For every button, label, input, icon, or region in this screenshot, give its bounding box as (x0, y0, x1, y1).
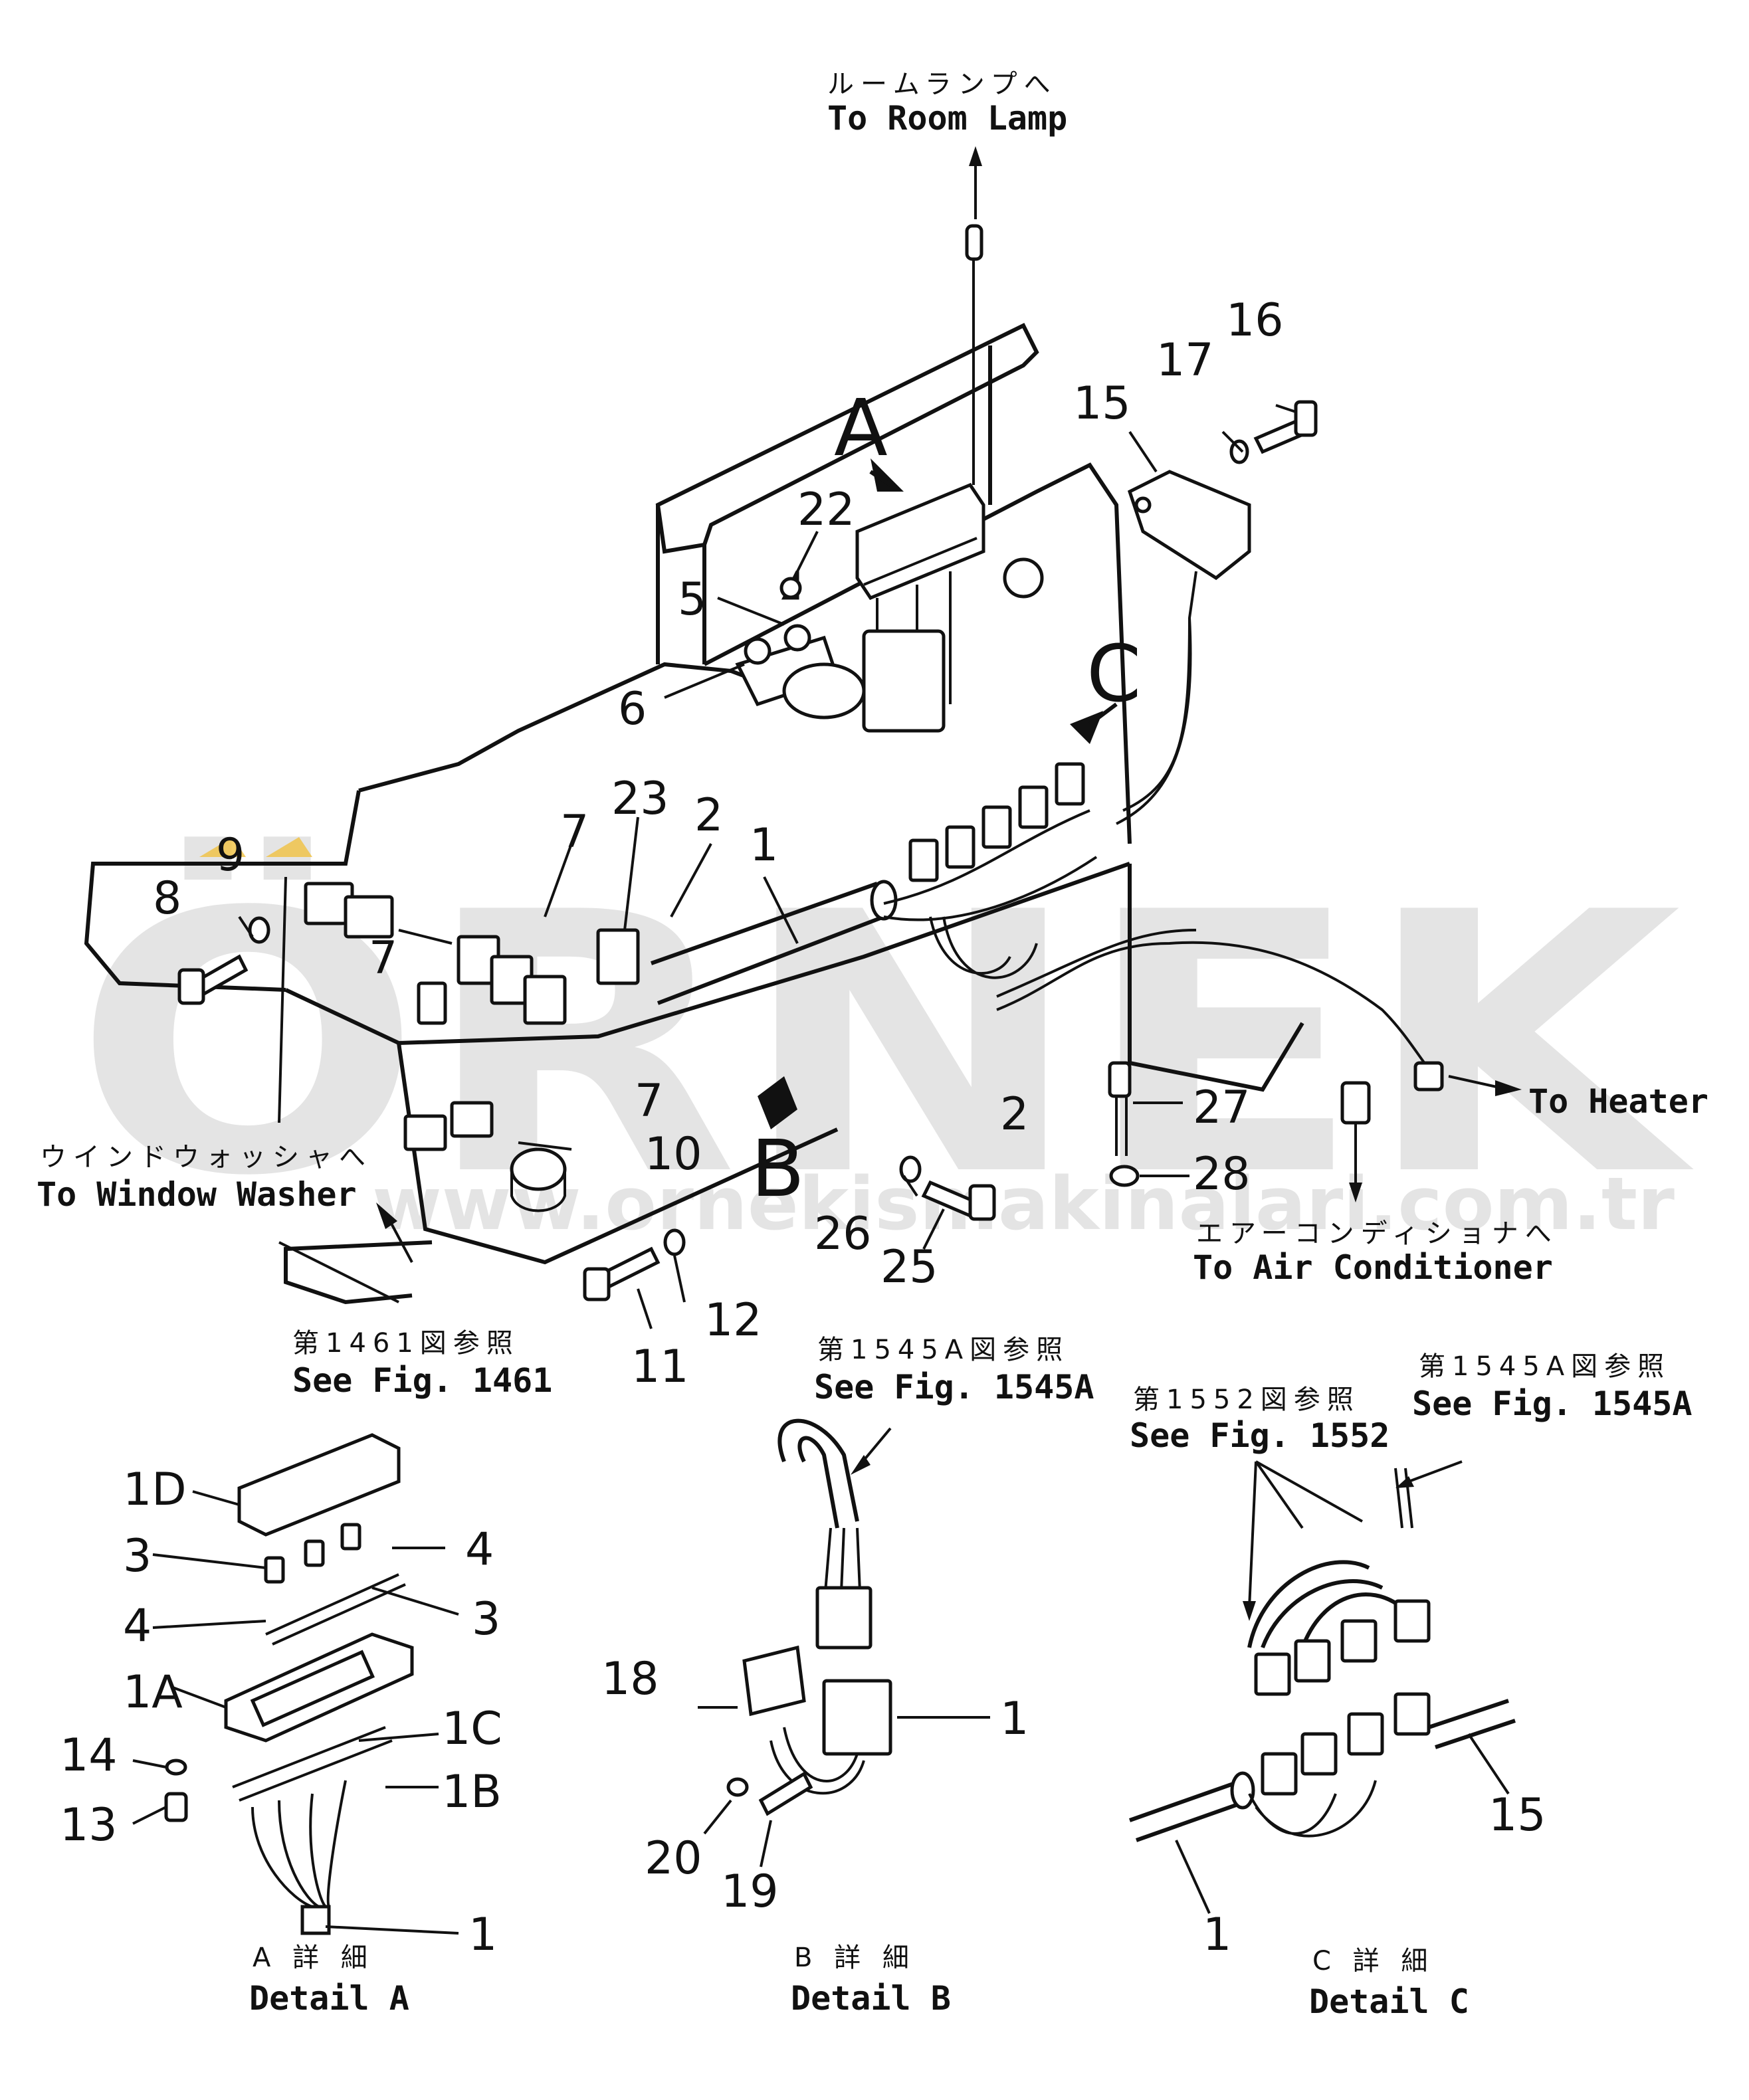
ref-1461-en: See Fig. 1461 (292, 1361, 552, 1400)
main-assembly-drawing (84, 146, 1522, 1305)
detail-marker-c: C (1086, 628, 1141, 719)
ref-1545a-b-en: See Fig. 1545A (814, 1368, 1094, 1406)
fuse-box-a (855, 482, 1044, 733)
connector-row-c (908, 762, 1085, 882)
part-label-22: 22 (797, 484, 855, 536)
detail-a-label-1d: 1D (123, 1464, 187, 1516)
window-washer-jp: ウインドウォッシャへ (40, 1142, 372, 1173)
part-label-17: 17 (1156, 334, 1214, 387)
part-label-6: 6 (618, 683, 647, 735)
detail-a-caption-jp: A 詳 細 (253, 1943, 374, 1973)
detail-a-label-1a: 1A (123, 1666, 183, 1719)
part-label-23: 23 (611, 773, 669, 825)
watermark-url: www.ornekismakinalari.com.tr (372, 1161, 1675, 1246)
part-label-7-left: 7 (369, 932, 397, 985)
detail-b-label-18: 18 (601, 1653, 659, 1705)
ref-1545a-c-en: See Fig. 1545A (1412, 1384, 1692, 1423)
part-label-27: 27 (1193, 1082, 1251, 1134)
window-washer-en: To Window Washer (37, 1175, 357, 1214)
air-conditioner-en: To Air Conditioner (1193, 1248, 1553, 1287)
detail-a: 1D 3 4 3 4 1A 1C 14 1B 13 1 A 詳 細 Detail… (60, 1433, 502, 2018)
detail-c-caption-en: Detail C (1309, 1982, 1469, 2021)
detail-b-label-19: 19 (721, 1865, 779, 1918)
part-label-10: 10 (645, 1128, 702, 1181)
relay-unit-15 (1116, 470, 1251, 825)
detail-c: 15 1 C 詳 細 Detail C (1129, 1460, 1546, 2021)
air-conditioner-jp: エアーコンディショナへ (1196, 1218, 1558, 1249)
detail-b-label-20: 20 (645, 1832, 702, 1885)
detail-b-label-1: 1 (1000, 1693, 1029, 1745)
room-lamp-en: To Room Lamp (827, 99, 1067, 138)
detail-a-label-1c: 1C (442, 1703, 502, 1755)
detail-a-label-1: 1 (468, 1909, 497, 1961)
watermark-accent-mark (199, 837, 312, 857)
part-label-1: 1 (750, 819, 778, 872)
heater-en: To Heater (1528, 1082, 1708, 1121)
detail-c-label-1: 1 (1203, 1909, 1231, 1961)
detail-a-label-3-left: 3 (123, 1530, 152, 1582)
detail-marker-a: A (834, 382, 888, 474)
detail-a-label-13: 13 (60, 1799, 118, 1852)
detail-a-label-14: 14 (60, 1729, 118, 1782)
main-part-labels: 22 5 6 15 17 16 23 2 1 7 7 7 9 8 10 2 27… (153, 294, 1284, 1393)
detail-a-fuses (264, 1523, 406, 1646)
destination-labels: ルームランプへ To Room Lamp ウインドウォッシャへ To Windo… (37, 69, 1708, 1455)
part-label-26: 26 (814, 1208, 872, 1260)
part-label-15: 15 (1073, 377, 1131, 430)
leader-lines (238, 404, 1296, 1329)
detail-c-caption-jp: C 詳 細 (1312, 1946, 1434, 1976)
part-label-2-lower: 2 (1000, 1088, 1029, 1141)
part-label-2-upper: 2 (694, 789, 723, 842)
detail-c-label-15: 15 (1489, 1789, 1546, 1842)
detail-c-connectors-upper (1254, 1599, 1431, 1696)
part-label-8: 8 (153, 872, 181, 925)
part-label-7-upper: 7 (560, 806, 589, 858)
ref-1545a-c-jp: 第1545A図参照 (1419, 1351, 1671, 1382)
part-label-12: 12 (704, 1294, 762, 1347)
part-label-28: 28 (1193, 1148, 1251, 1200)
part-label-5: 5 (678, 573, 706, 626)
ref-1545a-b-jp: 第1545A図参照 (817, 1335, 1069, 1365)
part-label-16: 16 (1226, 294, 1284, 347)
part-label-25: 25 (880, 1241, 938, 1293)
detail-a-label-4-right: 4 (465, 1523, 494, 1576)
detail-b-caption-en: Detail B (791, 1979, 951, 2018)
detail-marker-b: B (751, 1123, 805, 1214)
detail-a-label-4-left: 4 (123, 1600, 152, 1652)
ref-1552-en: See Fig. 1552 (1130, 1416, 1389, 1455)
detail-c-connectors-lower (1261, 1692, 1431, 1796)
ref-1552-jp: 第1552図参照 (1133, 1384, 1360, 1415)
ref-1461-jp: 第1461図参照 (292, 1328, 520, 1359)
detail-a-caption-en: Detail A (249, 1979, 409, 2018)
part-label-11: 11 (631, 1341, 689, 1393)
room-lamp-jp: ルームランプへ (827, 69, 1057, 100)
detail-a-label-1b: 1B (442, 1766, 502, 1818)
part-label-9: 9 (216, 829, 245, 882)
detail-b: 18 1 20 19 B 詳 細 Detail B (601, 1418, 1029, 2018)
detail-a-label-3-right: 3 (472, 1593, 500, 1646)
part-label-7-lower: 7 (635, 1075, 663, 1127)
detail-b-caption-jp: B 詳 細 (794, 1943, 916, 1973)
